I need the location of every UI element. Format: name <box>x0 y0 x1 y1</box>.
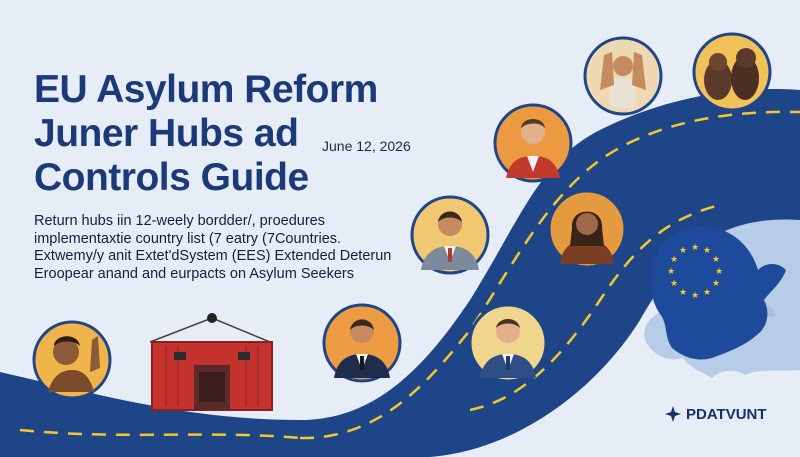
summary-line: Extwemy/y anit Extet'dSystem (EES) Exten… <box>34 248 392 264</box>
summary-line: Return hubs iin 12-weely bordder/, proed… <box>34 213 325 229</box>
publication-date: June 12, 2026 <box>322 138 411 154</box>
portrait-man-blue-suit <box>468 303 548 383</box>
svg-text:★: ★ <box>670 279 678 289</box>
summary-line: Eroopear anand and eurpacts on Asylum Se… <box>34 265 355 282</box>
svg-text:★: ★ <box>691 243 699 253</box>
svg-text:★: ★ <box>712 255 720 265</box>
svg-text:★: ★ <box>715 267 723 277</box>
brand-logo[interactable]: PDATVUNT <box>664 405 767 423</box>
portrait-man-red-jacket <box>493 103 573 183</box>
road <box>0 89 800 457</box>
title-line-1: EU Asylum Reform <box>34 68 378 111</box>
svg-text:★: ★ <box>703 246 711 256</box>
portrait-woman-waving <box>32 320 112 400</box>
title-line-2: Juner Hubs ad <box>34 112 299 155</box>
svg-text:★: ★ <box>667 267 675 277</box>
eu-region: ★ ★ ★ ★ ★ ★ ★ ★ ★ ★ ★ ★ <box>651 226 786 360</box>
summary-text: Return hubs iin 12-weely bordder/, proed… <box>34 213 394 283</box>
portrait-man-grey-suit <box>410 195 490 275</box>
star-burst-icon <box>665 406 681 422</box>
svg-text:★: ★ <box>691 291 699 301</box>
title-line-3: Controls Guide <box>34 156 309 199</box>
brand-name: PDATVUNT <box>686 405 767 423</box>
eu-stars: ★ ★ ★ ★ ★ ★ ★ ★ ★ ★ ★ ★ <box>667 243 723 301</box>
shipping-container <box>149 313 273 411</box>
portrait-man-navy-suit <box>322 303 402 383</box>
portrait-woman-brown <box>547 189 627 269</box>
page-title: EU Asylum Reform Juner Hubs ad Controls … <box>34 68 414 200</box>
svg-text:★: ★ <box>703 288 711 298</box>
svg-text:★: ★ <box>670 255 678 265</box>
svg-text:★: ★ <box>679 288 687 298</box>
portrait-monkeys <box>692 32 772 112</box>
svg-text:★: ★ <box>679 246 687 256</box>
summary-line: implementaxtie country list (7 eatry (7C… <box>34 230 342 247</box>
svg-text:★: ★ <box>712 279 720 289</box>
portrait-hands-raised <box>583 36 663 116</box>
